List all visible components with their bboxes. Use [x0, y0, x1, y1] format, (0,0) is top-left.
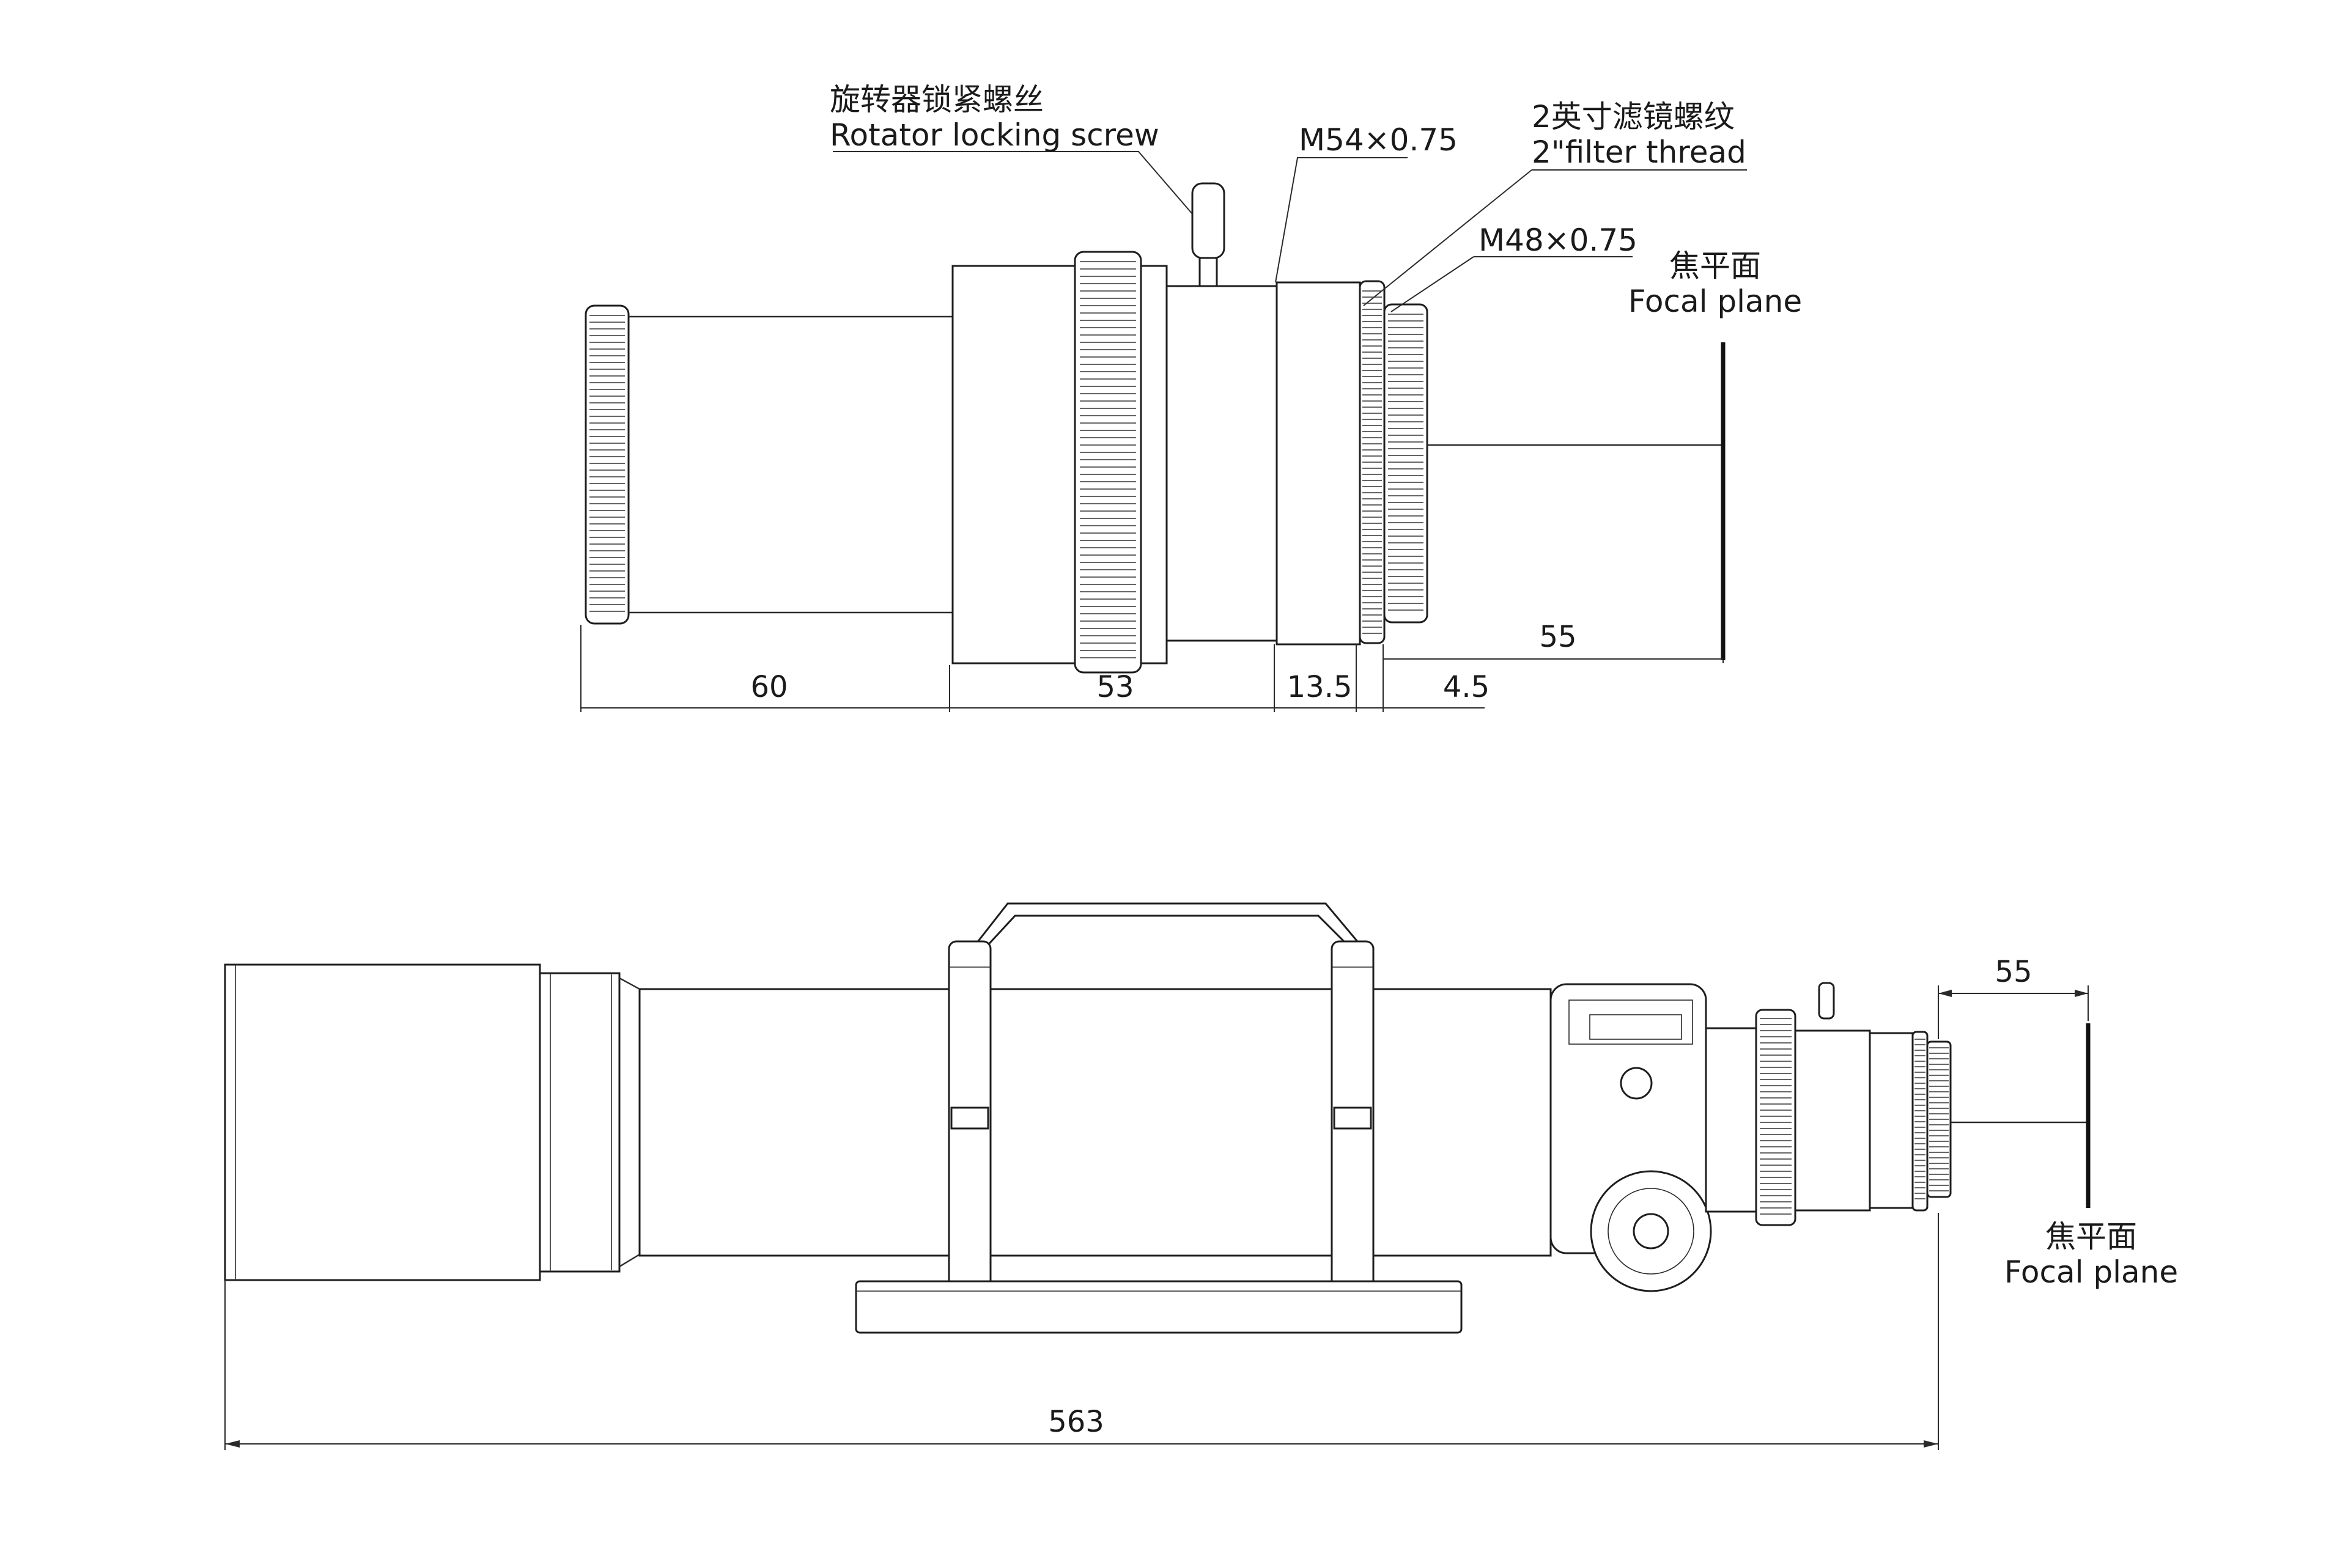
dim-53: 53: [1096, 670, 1134, 704]
knurl-lines-m48-bottom: [1929, 1047, 1949, 1191]
rotator-locking-screw: [1191, 182, 1225, 259]
label-filter-cn: 2英寸滤镜螺纹: [1532, 99, 1735, 134]
label-m48: M48×0.75: [1479, 223, 1637, 258]
bottom-view: 55 焦平面 Focal plane 563: [224, 902, 2178, 1450]
label-focal-en-bottom: Focal plane: [2004, 1254, 2178, 1290]
label-filter-en: 2"filter thread: [1532, 134, 1746, 170]
knurl-lines-filter-bottom: [1914, 1039, 1925, 1199]
left-knurled-ring: [585, 304, 630, 625]
label-focal-en-top: Focal plane: [1628, 284, 1802, 319]
objective-cell: [539, 972, 621, 1273]
dim-13-5: 13.5: [1287, 670, 1353, 704]
label-focal-cn-top: 焦平面: [1669, 248, 1761, 284]
dovetail-plate: [855, 1280, 1463, 1334]
focus-knurled-ring: [1074, 251, 1142, 674]
knurl-lines-filter: [1362, 290, 1382, 634]
label-focal-cn-bottom: 焦平面: [2045, 1219, 2137, 1254]
m48-ring: [1383, 303, 1428, 624]
label-m54: M54×0.75: [1299, 122, 1458, 158]
main-tube: [638, 988, 1552, 1257]
dim-55-bottom: 55: [1995, 955, 2032, 989]
m54-section: [1276, 281, 1361, 646]
knurl-lines-focuser: [1760, 1018, 1792, 1215]
knurl-lines-m48: [1388, 314, 1423, 611]
dim-55-top: 55: [1539, 620, 1576, 654]
focuser-knurled-ring: [1755, 1009, 1796, 1226]
carry-handle: [970, 902, 1366, 950]
label-rotator-en: Rotator locking screw: [830, 117, 1159, 153]
dim-563: 563: [1048, 1405, 1104, 1439]
dim-4-5: 4.5: [1443, 670, 1490, 704]
knurl-lines-focus: [1080, 261, 1136, 658]
dew-shield: [224, 963, 541, 1281]
label-rotator-cn: 旋转器锁紧螺丝: [830, 82, 1044, 117]
knurl-lines-left: [589, 315, 625, 612]
dim-60: 60: [750, 670, 788, 704]
top-view: 旋转器锁紧螺丝 Rotator locking screw M54×0.75 2…: [580, 82, 1802, 712]
